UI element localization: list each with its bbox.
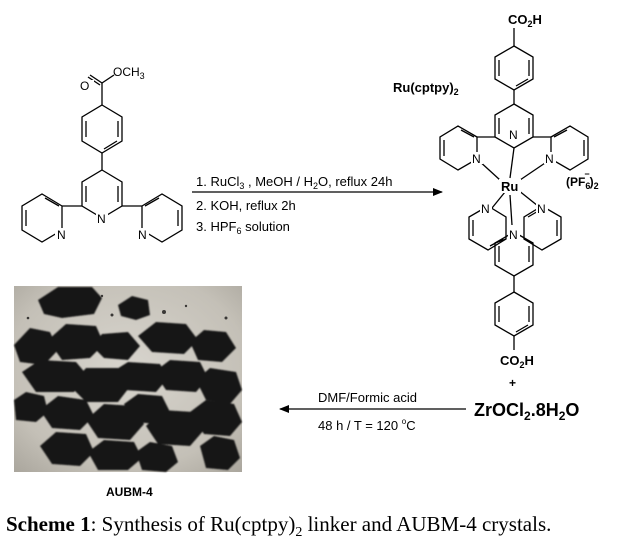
- carbonyl-oxygen: O: [80, 79, 89, 93]
- ruthenium-atom: Ru: [501, 179, 518, 194]
- conditions-step-2: 2. KOH, reflux 2h: [196, 198, 296, 213]
- conditions-step-1: 1. RuCl3 , MeOH / H2O, reflux 24h: [196, 174, 392, 191]
- counterion: (PF6−)2: [566, 169, 599, 191]
- conditions-step-3: 3. HPF6 solution: [196, 219, 290, 236]
- left-n: N: [57, 228, 66, 242]
- plus-sign: +: [509, 376, 516, 390]
- product-label: AUBM-4: [106, 485, 153, 499]
- svg-text:OCH3: OCH3: [113, 65, 145, 81]
- complex-n-bottom-left: N: [481, 202, 490, 216]
- scheme-caption: Scheme 1: Synthesis of Ru(cptpy)2 linker…: [6, 512, 552, 541]
- complex-n-top-left: N: [472, 152, 481, 166]
- right-n: N: [138, 228, 147, 242]
- complex-n-top: N: [509, 128, 518, 142]
- caption-prefix: Scheme 1: [6, 512, 91, 536]
- svg-text:1. RuCl3 , MeOH / H2O, reflux: 1. RuCl3 , MeOH / H2O, reflux 24h: [196, 174, 392, 191]
- complex-n-bottom-right: N: [537, 202, 546, 216]
- mof-time-temperature: 48 h / T = 120 oC: [318, 417, 416, 433]
- top-acid-label: CO2H: [508, 12, 542, 29]
- mof-solvent: DMF/Formic acid: [318, 390, 417, 405]
- complex-name: Ru(cptpy)2: [393, 80, 459, 97]
- complex-n-bottom: N: [509, 228, 518, 242]
- reactant-labels: O OCH3 N N N: [55, 65, 149, 242]
- central-n: N: [97, 212, 106, 226]
- ester-group: OCH: [113, 65, 140, 79]
- complex-n-top-right: N: [545, 152, 554, 166]
- reaction-scheme: O OCH3 N N N 1. RuCl3 , MeOH / H2O, refl…: [14, 12, 599, 499]
- ru-complex-labels: CO2H Ru(cptpy)2 N N N Ru N N N (PF6−)2 C…: [393, 12, 599, 370]
- zirconium-reagent: ZrOCl2.8H2O: [474, 400, 579, 423]
- crystal-micrograph: [14, 286, 242, 472]
- bottom-acid-label: CO2H: [500, 353, 534, 370]
